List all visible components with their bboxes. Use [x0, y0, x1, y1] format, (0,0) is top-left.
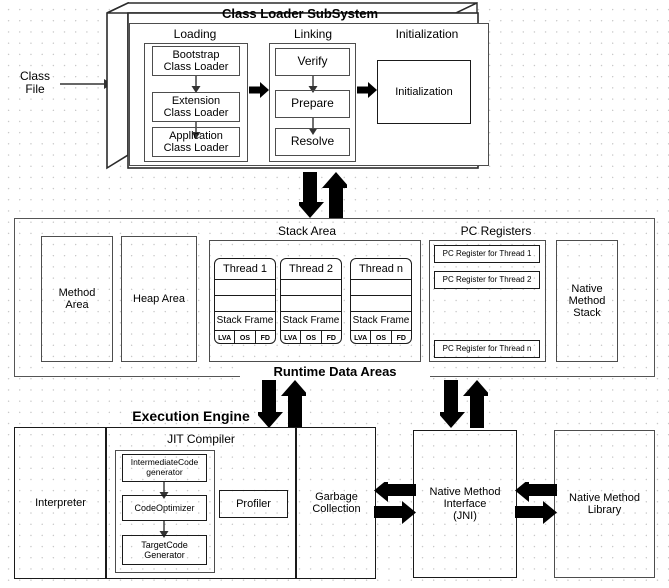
class-file-line2: File — [25, 82, 45, 96]
code-optimizer-box[interactable]: CodeOptimizer — [122, 495, 207, 521]
arrow-jni-library-icon — [515, 482, 557, 524]
pc-register-thread-2[interactable]: PC Register for Thread 2 — [434, 271, 540, 289]
class-loader-subsystem-title: Class Loader SubSystem — [221, 5, 379, 21]
heap-area-box[interactable]: Heap Area — [121, 236, 197, 362]
nms-line1: Native — [571, 282, 603, 295]
thread-n-stack-frame-label: Stack Frame — [351, 312, 411, 331]
pc-register-thread-1[interactable]: PC Register for Thread 1 — [434, 245, 540, 263]
pc-registers-box — [429, 240, 546, 362]
nml-line1: Native Method — [569, 491, 640, 504]
prepare-box[interactable]: Prepare — [275, 90, 350, 118]
jit-compiler-title: JIT Compiler — [167, 432, 235, 447]
application-line2: Class Loader — [163, 142, 229, 154]
tcg-line2: Generator — [144, 550, 185, 560]
jni-line1: Native Method — [429, 485, 501, 498]
thread-1-label: Thread 1 — [215, 259, 275, 280]
garbage-collection-label[interactable]: Garbage Collection — [297, 427, 376, 579]
target-code-generator-box[interactable]: TargetCode Generator — [122, 535, 207, 565]
icg-line1: IntermediateCode — [130, 457, 199, 468]
thread-2-label: Thread 2 — [281, 259, 341, 280]
stack-area-title: Stack Area — [277, 224, 337, 239]
gc-line2: Collection — [312, 503, 361, 515]
method-area-box[interactable]: Method Area — [41, 236, 113, 362]
bootstrap-class-loader-box[interactable]: Bootstrap Class Loader — [152, 46, 240, 76]
resolve-box[interactable]: Resolve — [275, 128, 350, 156]
thread-n-empty-row-2 — [351, 296, 411, 312]
thread-2-part-lva: LVA — [281, 331, 302, 343]
nms-line2: Method — [568, 294, 606, 307]
extension-class-loader-box[interactable]: Extension Class Loader — [152, 92, 240, 122]
arrow-prepare-to-resolve-icon — [308, 118, 318, 135]
thread-2-part-os: OS — [301, 331, 322, 343]
arrow-runtime-to-engine-icon — [258, 380, 306, 428]
thread-1-box[interactable]: Thread 1 Stack Frame LVA OS FD — [214, 258, 276, 344]
arrow-verify-to-prepare-icon — [308, 76, 318, 93]
thread-n-empty-row-1 — [351, 280, 411, 296]
class-file-label: Class File — [6, 66, 64, 100]
jit-compiler-group-box — [115, 450, 215, 573]
pc-registers-title: PC Registers — [460, 224, 532, 239]
native-method-stack-box[interactable]: Native Method Stack — [556, 240, 618, 362]
bootstrap-line2: Class Loader — [163, 61, 229, 73]
initialization-box[interactable]: Initialization — [377, 60, 471, 124]
icg-line2: generator — [146, 467, 183, 477]
class-file-line1: Class — [19, 68, 50, 83]
native-method-interface-box[interactable]: Native Method Interface (JNI) — [413, 430, 517, 578]
class-file-arrow-icon — [60, 79, 112, 89]
stack-area-box — [209, 240, 421, 362]
verify-box[interactable]: Verify — [275, 48, 350, 76]
loading-group-box — [144, 43, 248, 162]
thread-n-part-os: OS — [371, 331, 392, 343]
thread-1-part-lva: LVA — [215, 331, 236, 343]
extension-line1: Extension — [171, 94, 221, 107]
arrow-optimizer-to-targetcode-icon — [159, 521, 169, 538]
gc-line1: Garbage — [315, 490, 358, 503]
method-area-line1: Method — [58, 286, 96, 299]
thread-1-part-os: OS — [235, 331, 256, 343]
arrow-classloader-to-runtime-icon — [299, 172, 347, 218]
pc-register-thread-n[interactable]: PC Register for Thread n — [434, 340, 540, 358]
phase-title-loading: Loading — [173, 27, 217, 42]
phase-title-linking: Linking — [293, 27, 333, 42]
thread-1-part-fd: FD — [260, 334, 270, 342]
arrow-linking-to-initialization-icon — [357, 82, 377, 98]
arrow-runtime-to-jni-icon — [440, 380, 488, 428]
execution-engine-panel — [14, 427, 376, 579]
bootstrap-line1: Bootstrap — [172, 48, 220, 61]
phase-title-initialization: Initialization — [395, 27, 459, 42]
thread-2-stack-frame-label: Stack Frame — [281, 312, 341, 331]
thread-2-empty-row-1 — [281, 280, 341, 296]
thread-1-stack-frame-label: Stack Frame — [215, 312, 275, 331]
tcg-line1: TargetCode — [141, 539, 188, 550]
execution-engine-divider-2 — [295, 427, 297, 579]
thread-2-box[interactable]: Thread 2 Stack Frame LVA OS FD — [280, 258, 342, 344]
execution-engine-title: Execution Engine — [132, 408, 250, 425]
execution-engine-divider-1 — [105, 427, 107, 579]
nml-line2: Library — [587, 504, 622, 516]
interpreter-label[interactable]: Interpreter — [35, 496, 86, 509]
thread-2-part-fd: FD — [326, 334, 336, 342]
application-class-loader-box[interactable]: Application Class Loader — [152, 127, 240, 157]
method-area-line2: Area — [65, 299, 89, 311]
profiler-box[interactable]: Profiler — [219, 490, 288, 518]
thread-1-empty-row-2 — [215, 296, 275, 312]
application-line1: Application — [169, 129, 223, 142]
thread-n-label: Thread n — [351, 259, 411, 280]
nms-line3: Stack — [573, 307, 601, 320]
jni-line3: (JNI) — [453, 510, 477, 523]
arrow-bootstrap-to-extension-icon — [191, 76, 201, 93]
arrow-gc-jni-icon — [374, 482, 416, 524]
jni-line2: Interface — [443, 497, 487, 510]
thread-n-box[interactable]: Thread n Stack Frame LVA OS FD — [350, 258, 412, 344]
runtime-data-areas-title: Runtime Data Areas — [240, 363, 430, 381]
thread-1-empty-row-1 — [215, 280, 275, 296]
extension-line2: Class Loader — [163, 107, 229, 119]
thread-n-part-fd: FD — [396, 334, 406, 342]
thread-n-part-lva: LVA — [351, 331, 372, 343]
native-method-library-box[interactable]: Native Method Library — [554, 430, 655, 578]
thread-2-empty-row-2 — [281, 296, 341, 312]
arrow-loading-to-linking-icon — [249, 82, 269, 98]
intermediate-code-generator-box[interactable]: IntermediateCode generator — [122, 454, 207, 482]
linking-group-box — [269, 43, 356, 162]
